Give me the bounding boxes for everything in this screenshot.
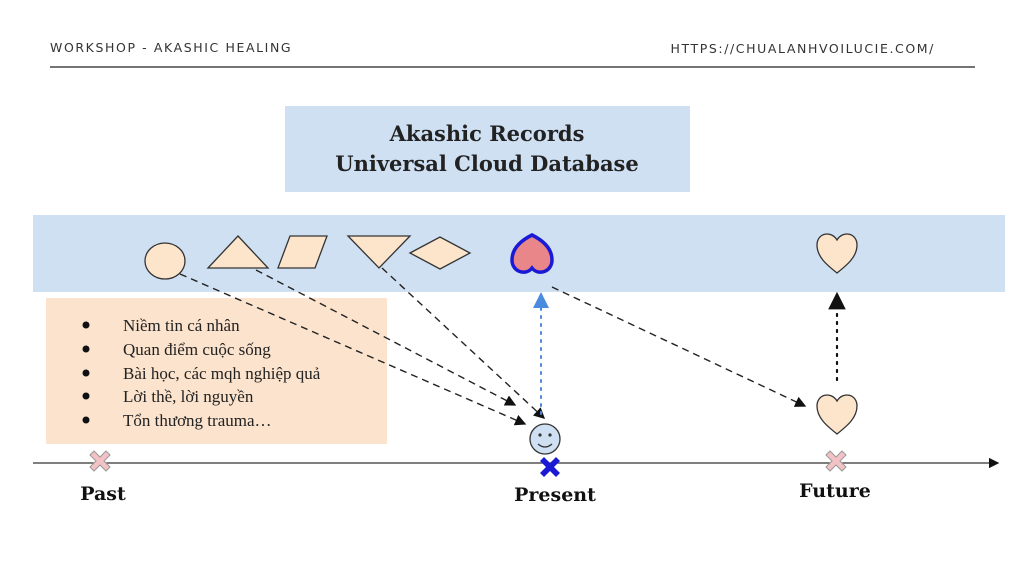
- inverted-triangle-to-present-arrow: [381, 267, 546, 419]
- triangle-shape: [206, 235, 270, 269]
- past-label: Past: [80, 483, 126, 505]
- belief-item: Tổn thương trauma…: [123, 411, 272, 430]
- present-heart-icon: [510, 233, 554, 274]
- future-x-marker: [825, 450, 847, 472]
- diamond-shape: [408, 236, 472, 270]
- circle-to-present-arrow: [179, 273, 527, 426]
- present-to-future-arrow: [551, 286, 807, 407]
- future-label: Future: [799, 480, 871, 502]
- header-right-url: HTTPS://CHUALANHVOILUCIE.COM/: [670, 41, 935, 56]
- parallelogram-shape: [277, 235, 328, 269]
- present-label: Present: [514, 484, 596, 506]
- triangle-to-present-arrow: [255, 269, 517, 406]
- beliefs-list: Niềm tin cá nhân Quan điểm cuộc sống Bài…: [82, 316, 321, 430]
- header-left-title: WORKSHOP - AKASHIC HEALING: [50, 40, 292, 55]
- belief-item: Niềm tin cá nhân: [123, 316, 240, 335]
- belief-item: Bài học, các mqh nghiệp quả: [123, 364, 321, 383]
- future-heart-bottom-icon: [816, 394, 858, 435]
- circle-shape: [144, 242, 186, 280]
- smiley-person-icon: [529, 423, 561, 455]
- present-x-marker: [540, 457, 560, 477]
- belief-item: Quan điểm cuộc sống: [123, 340, 271, 359]
- records-subtitle: Universal Cloud Database: [335, 151, 638, 176]
- belief-item: Lời thề, lời nguyền: [123, 387, 254, 406]
- future-heart-top-icon: [816, 233, 858, 274]
- akashic-records-box: [285, 106, 690, 192]
- records-title: Akashic Records: [389, 121, 585, 146]
- inverted-triangle-shape: [346, 235, 412, 269]
- past-x-marker: [89, 450, 111, 472]
- beliefs-box: [46, 298, 387, 444]
